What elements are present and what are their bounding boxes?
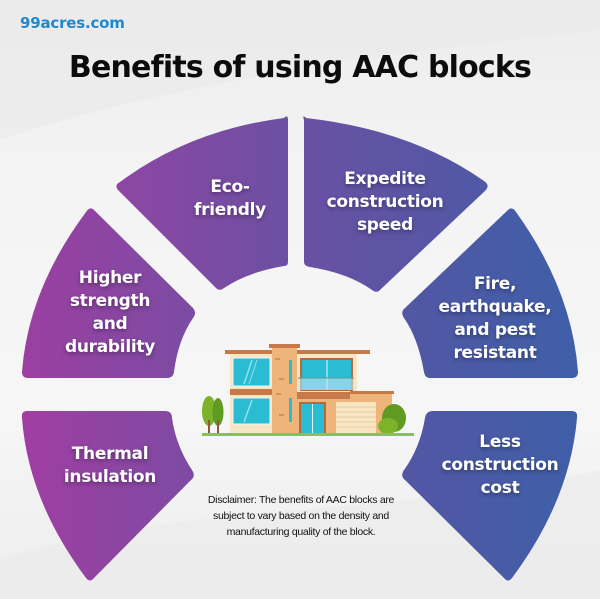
label-expedite-construction: Expedite construction speed bbox=[315, 168, 455, 237]
segment-eco-friendly bbox=[116, 116, 289, 290]
label-line: Less bbox=[479, 432, 521, 452]
disclaimer-text: Disclaimer: The benefits of AAC blocks a… bbox=[207, 494, 395, 538]
label-line: insulation bbox=[63, 467, 157, 487]
segment-expedite-construction bbox=[303, 116, 488, 292]
label-line: strength bbox=[69, 291, 151, 311]
label-line: and pest bbox=[454, 320, 536, 340]
segment-fire-resistant bbox=[402, 208, 578, 378]
page-title: Benefits of using AAC blocks bbox=[68, 50, 532, 85]
label-line: Eco- bbox=[210, 177, 250, 197]
label-line: friendly bbox=[194, 200, 266, 220]
label-line: Higher bbox=[78, 268, 142, 288]
label-line: resistant bbox=[453, 343, 537, 363]
segment-thermal-insulation bbox=[21, 411, 194, 581]
label-line: and bbox=[92, 314, 128, 334]
label-fire-resistant: Fire, earthquake, and pest resistant bbox=[420, 273, 570, 365]
segment-higher-strength bbox=[22, 208, 195, 378]
brand-logo: 99acres.com bbox=[20, 14, 125, 32]
label-line: earthquake, bbox=[438, 297, 552, 317]
label-line: cost bbox=[480, 478, 520, 498]
label-line: construction bbox=[326, 192, 444, 212]
label-line: construction bbox=[441, 455, 559, 475]
label-eco-friendly: Eco- friendly bbox=[180, 176, 280, 222]
label-line: speed bbox=[356, 215, 414, 235]
house-illustration-icon bbox=[202, 344, 414, 436]
segment-less-cost bbox=[402, 411, 578, 581]
label-less-cost: Less construction cost bbox=[430, 431, 570, 500]
label-line: Fire, bbox=[473, 274, 517, 294]
label-line: Expedite bbox=[344, 169, 426, 189]
label-thermal-insulation: Thermal insulation bbox=[40, 443, 180, 489]
label-line: durability bbox=[65, 337, 155, 357]
label-line: Thermal bbox=[71, 444, 149, 464]
label-higher-strength: Higher strength and durability bbox=[40, 267, 180, 359]
